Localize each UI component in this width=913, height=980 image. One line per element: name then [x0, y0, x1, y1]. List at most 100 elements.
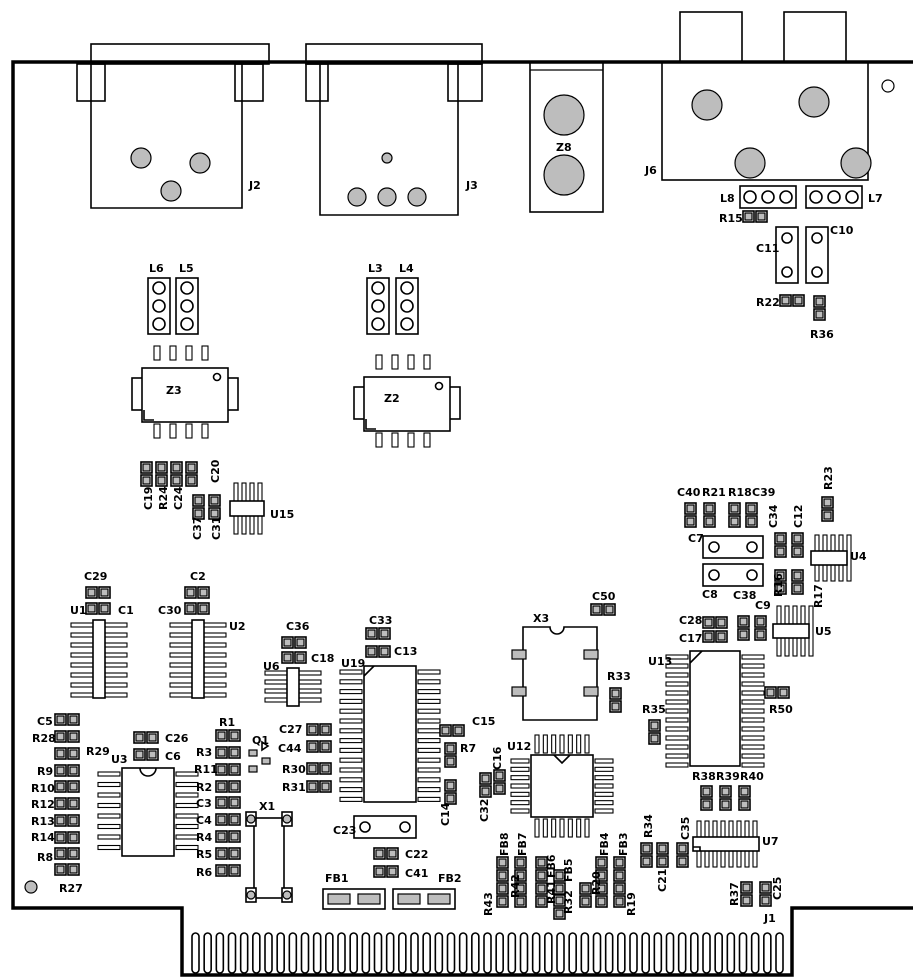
capacitor-c39-pad — [747, 517, 756, 526]
resistor-r11 — [215, 763, 241, 776]
capacitor-c24 — [170, 461, 183, 487]
resistor-r40 — [738, 785, 751, 811]
transformer-z3-pin — [185, 345, 193, 361]
inductor-l8-hole — [743, 190, 757, 204]
label-r4: R4 — [196, 831, 212, 844]
capacitor-c35 — [676, 842, 689, 868]
resistor-r10-pad — [56, 782, 65, 791]
ic-u19-pin — [417, 698, 441, 704]
capacitor-c13-pad — [380, 647, 389, 656]
label-c44: C44 — [278, 742, 302, 755]
resistor-r37-pad — [742, 883, 751, 892]
capacitor-c25 — [759, 881, 772, 907]
inductor-l8-outline — [739, 185, 797, 209]
ferrite-fb3-pad — [615, 871, 624, 880]
ic-u13-pin — [665, 654, 689, 660]
transformer-z3 — [131, 345, 239, 439]
inductor-l6 — [147, 277, 171, 335]
resistor-r31-pad — [321, 782, 330, 791]
resistor-r14 — [54, 831, 80, 844]
ferrite-fb7 — [514, 856, 527, 882]
transformer-z2-pin — [375, 354, 383, 370]
capacitor-c28-pad — [717, 618, 726, 627]
ic-u19-pin — [417, 718, 441, 724]
edge-finger — [312, 932, 322, 974]
capacitor-c32-pad — [481, 787, 490, 796]
edge-finger — [556, 932, 565, 974]
resistor-r23-pad — [823, 498, 832, 507]
inductor-l7 — [805, 185, 863, 209]
ic-u19-pin — [417, 669, 441, 675]
label-z2: Z2 — [384, 392, 400, 405]
resistor-r15-pad — [757, 212, 766, 221]
capacitor-c22-pad — [388, 849, 397, 858]
ferrite-fb2-outline — [392, 888, 456, 910]
resistor-r20-a — [579, 882, 592, 908]
crystal-x1-hole — [282, 890, 292, 900]
ic-u12-pin — [594, 791, 614, 797]
transformer-z2-pin — [375, 432, 383, 448]
ic-u19-pin — [339, 738, 363, 744]
capacitor-c31-pad — [210, 509, 219, 518]
label-x1: X1 — [259, 800, 275, 813]
ic-u13-pin — [741, 708, 765, 714]
label-c20: C20 — [209, 459, 222, 483]
label-r43: R43 — [482, 892, 495, 916]
resistor-r3-pad — [217, 748, 226, 757]
ic-u12-notch — [553, 754, 571, 765]
ic-u3-pin — [175, 781, 199, 788]
edge-finger — [434, 932, 444, 974]
ferrite-fb7-pad — [516, 858, 525, 867]
label-r8: R8 — [37, 851, 53, 864]
capacitor-c3-pad — [217, 798, 226, 807]
edge-finger — [239, 932, 249, 974]
resistor-r16-pad — [776, 571, 785, 580]
ic-u13-pin — [665, 726, 689, 732]
inductor-l4 — [395, 277, 419, 335]
edge-finger — [653, 932, 663, 974]
edge-finger — [702, 932, 711, 974]
transformer-z2-pin — [423, 432, 431, 448]
resistor-r50-pad — [779, 688, 788, 697]
label-r21: R21 — [702, 486, 726, 499]
label-c9: C9 — [755, 599, 771, 612]
ic-u15-body — [229, 500, 265, 517]
label-c24: C24 — [172, 486, 185, 510]
resistor-r20 — [595, 882, 608, 908]
ic-u12-pin — [542, 734, 548, 754]
ic-u13-pin — [665, 672, 689, 678]
label-r15: R15 — [719, 212, 743, 225]
edge-finger — [677, 932, 687, 974]
capacitor-c13-pad — [367, 647, 376, 656]
ic-u13-pin — [665, 663, 689, 669]
ic-u3-pin — [175, 771, 199, 777]
ferrite-fb4-pad — [597, 871, 606, 880]
capacitor-c10-outline — [805, 226, 829, 284]
label-u1: U1 — [70, 604, 87, 617]
capacitor-c23 — [353, 815, 417, 839]
ic-u12-pin — [534, 818, 540, 838]
label-c36: C36 — [286, 620, 310, 633]
inductor-l7-hole — [809, 190, 823, 204]
label-r22: R22 — [756, 296, 780, 309]
transformer-z2 — [353, 354, 461, 448]
ic-u12 — [510, 734, 614, 838]
capacitor-c19 — [140, 461, 153, 487]
edge-finger — [568, 932, 577, 974]
resistor-r36-pad — [815, 310, 824, 319]
ic-u19-pin — [339, 757, 363, 763]
resistor-r3 — [215, 746, 241, 759]
resistor-r4 — [215, 830, 241, 843]
label-u5: U5 — [815, 625, 832, 638]
resistor-r50 — [764, 686, 790, 699]
ic-u3-pin — [175, 823, 199, 830]
ic-u13-pin — [665, 744, 689, 750]
label-j2: J2 — [248, 179, 261, 192]
capacitor-c34-pad — [776, 534, 785, 543]
resistor-r16 — [774, 569, 787, 595]
ferrite-fb6-pad — [537, 871, 546, 880]
capacitor-c5 — [54, 713, 80, 726]
label-c8: C8 — [702, 588, 718, 601]
capacitor-c36 — [281, 636, 307, 649]
resistor-r43-pad — [498, 884, 507, 893]
